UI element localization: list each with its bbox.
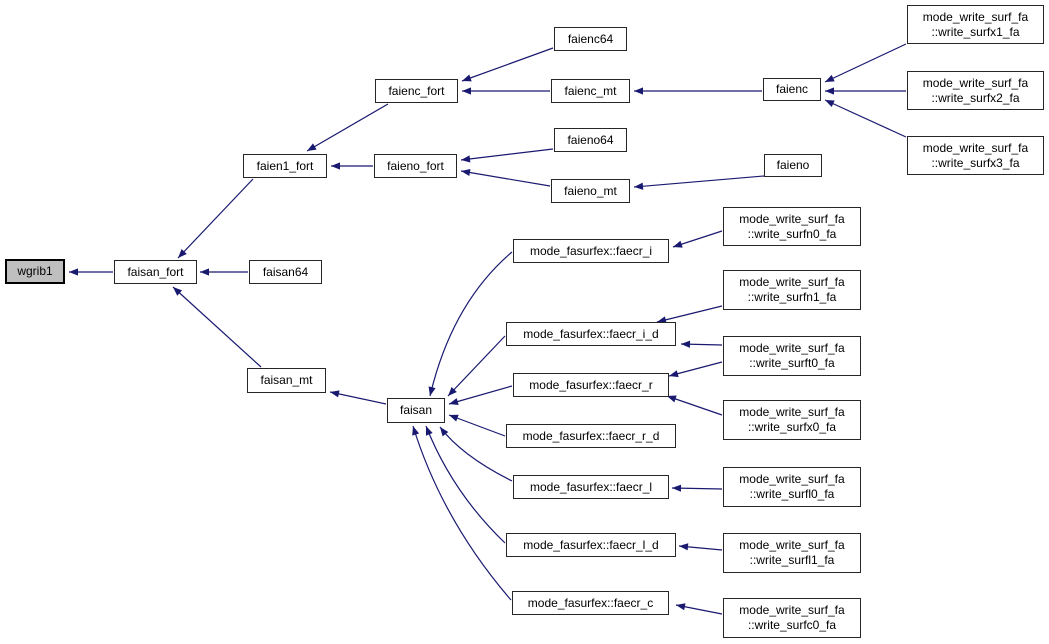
edge-faecr_l_d-to-faisan [425, 425, 506, 544]
edge-write_surft0_fa-to-faecr_i_d [680, 340, 723, 348]
node-faieno_fort[interactable]: faieno_fort [374, 154, 457, 178]
edge-faecr_l-to-faisan [439, 426, 513, 482]
node-write_surfx2_fa[interactable]: mode_write_surf_fa ::write_surfx2_fa [907, 71, 1044, 110]
node-faieno[interactable]: faieno [764, 154, 822, 177]
node-faecr_r[interactable]: mode_fasurfex::faecr_r [513, 373, 669, 397]
edge-faienc_fort-to-faien1_fort [306, 103, 389, 152]
node-faisan_mt[interactable]: faisan_mt [247, 368, 326, 393]
node-write_surfl0_fa[interactable]: mode_write_surf_fa ::write_surfl0_fa [723, 467, 861, 507]
edge-faisan_mt-to-faisan_fort [172, 286, 262, 368]
edge-faecr_c-to-faisan [412, 425, 512, 601]
edge-write_surfl1_fa-to-faecr_l_d [678, 543, 723, 551]
edge-write_surfx1_fa-to-faienc [824, 43, 907, 83]
node-write_surfx0_fa[interactable]: mode_write_surf_fa ::write_surfx0_fa [723, 400, 861, 440]
node-faienc_fort[interactable]: faienc_fort [375, 79, 458, 103]
node-write_surfc0_fa[interactable]: mode_write_surf_fa ::write_surfc0_fa [723, 598, 861, 638]
edge-write_surfc0_fa-to-faecr_c [675, 603, 723, 615]
node-faienc[interactable]: faienc [763, 78, 821, 101]
edge-write_surfx0_fa-to-faecr_r [666, 395, 723, 416]
edge-write_surfn1_fa-to-faecr_i_d [656, 305, 723, 324]
edge-faien1_fort-to-faisan_fort [177, 178, 254, 259]
edge-faecr_i-to-faisan [428, 251, 513, 397]
node-faisan64[interactable]: faisan64 [249, 260, 322, 284]
node-faien1_fort[interactable]: faien1_fort [243, 154, 327, 178]
edge-faieno64-to-faieno_fort [460, 148, 554, 163]
node-write_surfn0_fa[interactable]: mode_write_surf_fa ::write_surfn0_fa [723, 207, 861, 246]
node-faisan[interactable]: faisan [387, 398, 445, 423]
edge-faecr_r_d-to-faisan [448, 414, 506, 437]
node-faecr_r_d[interactable]: mode_fasurfex::faecr_r_d [506, 424, 676, 448]
node-write_surfl1_fa[interactable]: mode_write_surf_fa ::write_surfl1_fa [723, 533, 861, 573]
node-write_surfn1_fa[interactable]: mode_write_surf_fa ::write_surfn1_fa [723, 270, 861, 310]
edge-faisan-to-faisan_mt [329, 390, 387, 405]
edge-write_surfx3_fa-to-faienc [824, 99, 907, 138]
node-write_surfx3_fa[interactable]: mode_write_surf_fa ::write_surfx3_fa [907, 136, 1044, 175]
edge-write_surft0_fa-to-faecr_r [668, 361, 723, 378]
edge-faieno-to-faieno_mt [633, 175, 765, 190]
node-write_surft0_fa[interactable]: mode_write_surf_fa ::write_surft0_fa [723, 336, 861, 376]
node-faisan_fort[interactable]: faisan_fort [114, 260, 197, 284]
node-faecr_i[interactable]: mode_fasurfex::faecr_i [513, 239, 669, 263]
edge-faecr_i_d-to-faisan [447, 335, 506, 397]
edge-faieno_mt-to-faieno_fort [460, 168, 551, 187]
node-faienc_mt[interactable]: faienc_mt [551, 79, 630, 103]
node-write_surfx1_fa[interactable]: mode_write_surf_fa ::write_surfx1_fa [907, 5, 1044, 44]
node-wgrib1: wgrib1 [5, 259, 65, 284]
node-faecr_l[interactable]: mode_fasurfex::faecr_l [513, 475, 669, 499]
node-faecr_l_d[interactable]: mode_fasurfex::faecr_l_d [506, 533, 676, 557]
node-faieno64[interactable]: faieno64 [554, 128, 627, 152]
node-faecr_i_d[interactable]: mode_fasurfex::faecr_i_d [506, 322, 676, 346]
edge-write_surfn0_fa-to-faecr_i [672, 230, 723, 248]
edge-write_surfl0_fa-to-faecr_l [671, 484, 723, 492]
edge-faienc64-to-faienc_fort [461, 47, 554, 82]
node-faieno_mt[interactable]: faieno_mt [551, 179, 630, 203]
node-faecr_c[interactable]: mode_fasurfex::faecr_c [512, 591, 669, 615]
edge-faecr_r-to-faisan [448, 385, 513, 405]
node-faienc64[interactable]: faienc64 [554, 27, 627, 51]
